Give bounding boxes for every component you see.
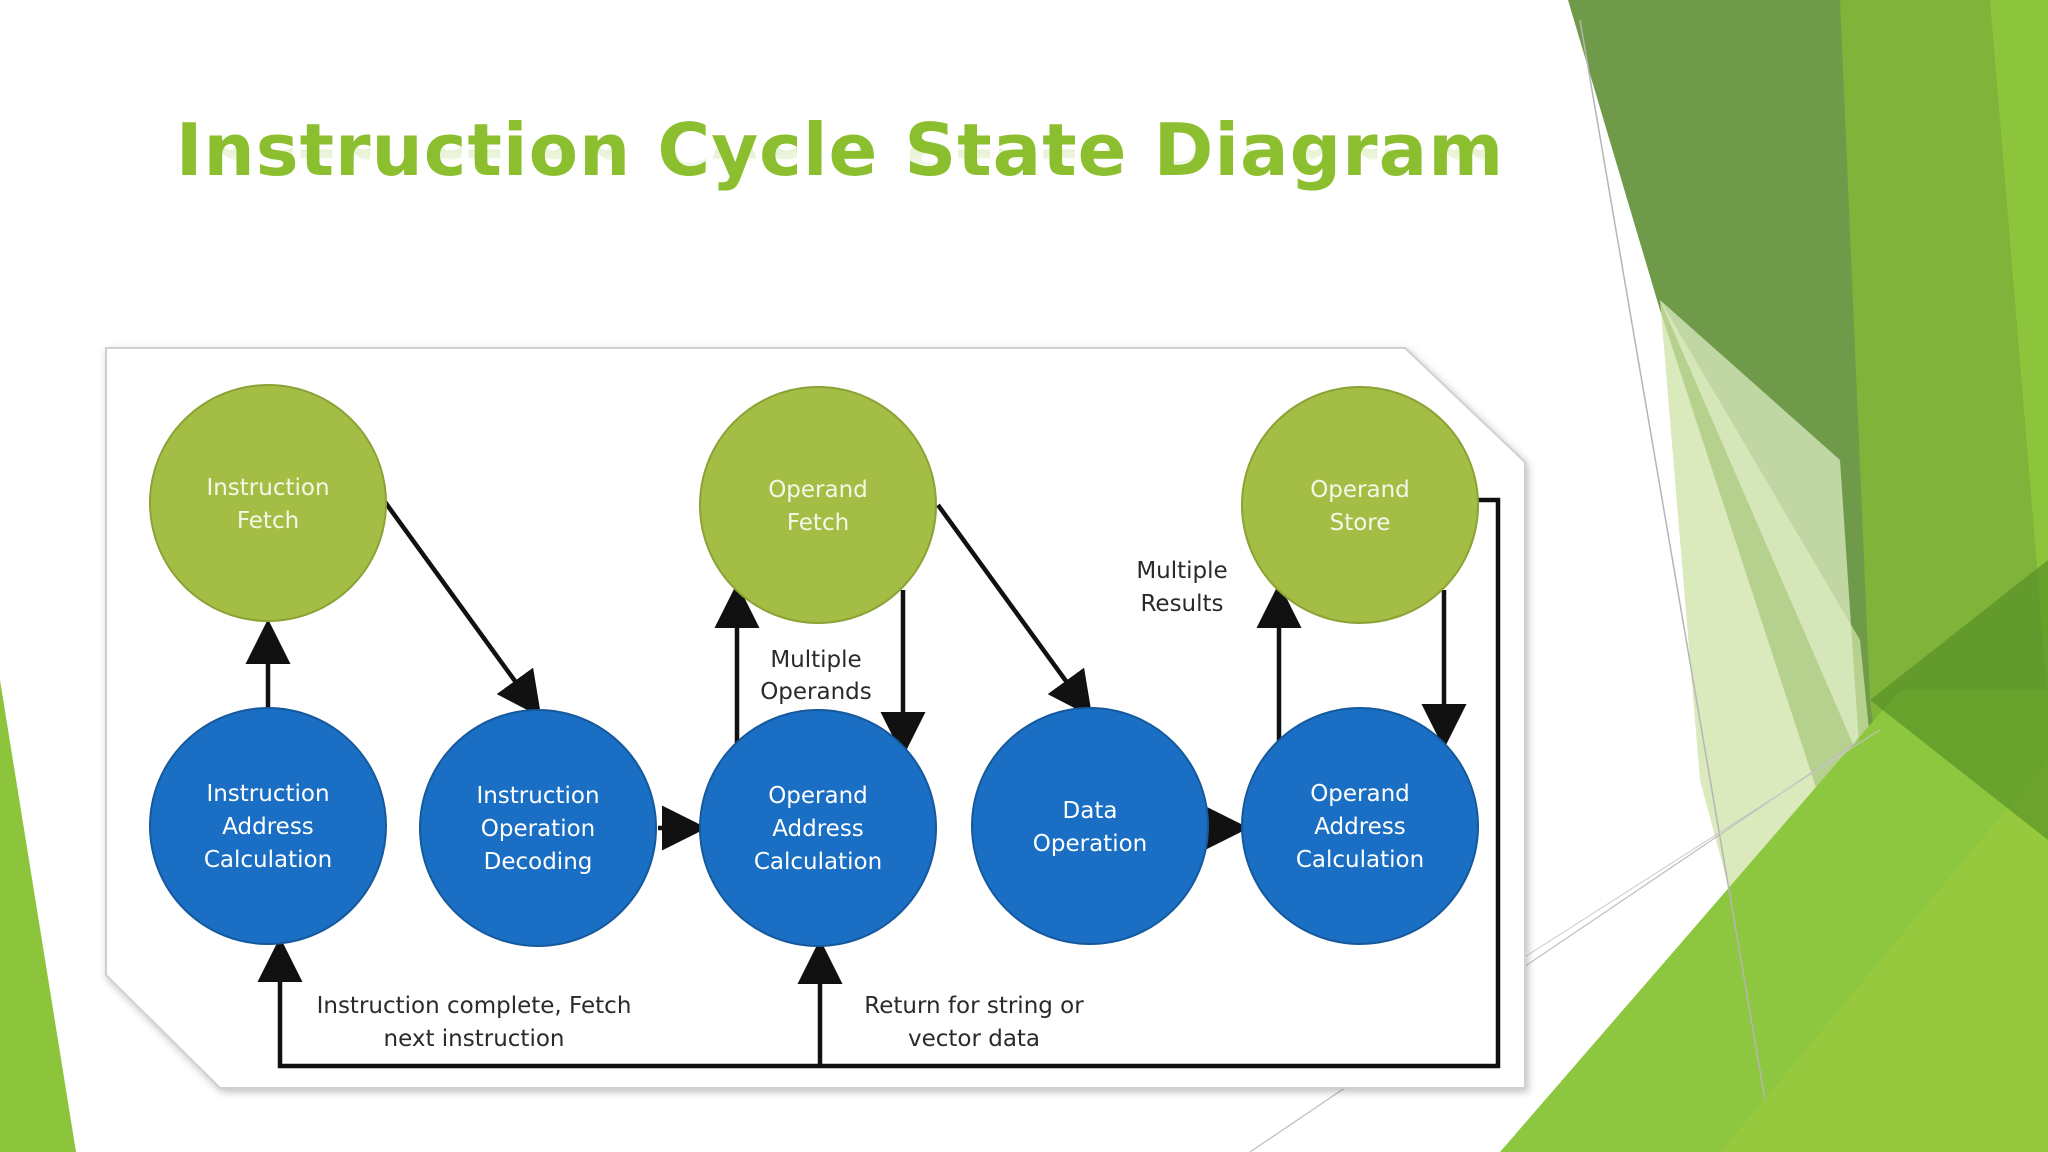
node-label-line: Operand: [1310, 477, 1410, 503]
node-label-line: Calculation: [754, 849, 882, 875]
right-accent-shape-7: [1720, 760, 2048, 1152]
node-label-line: Instruction: [206, 781, 329, 807]
arrow-loop-to-iac: [257, 497, 1501, 1069]
right-accent-shape-5: [1660, 300, 1860, 760]
node-operand-address-calculation-2: Operand Address Calculation: [1241, 707, 1479, 945]
node-label-line: Data: [1063, 798, 1118, 824]
node-label-line: Address: [1314, 814, 1406, 840]
node-label-line: Fetch: [237, 508, 299, 534]
node-instruction-address-calculation: Instruction Address Calculation: [149, 707, 387, 945]
node-shape: [699, 386, 937, 624]
edge-label-line: Multiple: [1136, 558, 1227, 584]
node-shape: [971, 707, 1209, 945]
arrow-operand-fetch-to-data-op: [936, 503, 1093, 718]
node-label-line: Instruction: [206, 475, 329, 501]
node-operand-store: Operand Store: [1241, 386, 1479, 624]
edge-label-line: Multiple: [770, 647, 861, 673]
slide-title: Instruction Cycle State Diagram: [175, 108, 1505, 192]
left-accent-shape: [0, 680, 76, 1152]
right-accent-shape-3: [1990, 0, 2048, 700]
node-operand-address-calculation-1: Operand Address Calculation: [699, 709, 937, 947]
node-label-line: Operand: [768, 477, 868, 503]
edge-label-line: Results: [1140, 591, 1223, 617]
node-shape: [149, 707, 387, 945]
edge-label-line: Return for string or: [864, 993, 1084, 1019]
node-label-line: Operation: [1033, 831, 1147, 857]
node-label-line: Decoding: [484, 849, 593, 875]
edge-label-return-for-string: Return for string or vector data: [864, 993, 1084, 1052]
diagram-arrows: [245, 497, 1501, 1069]
edge-label-multiple-operands: Multiple Operands: [760, 647, 872, 705]
node-label-line: Address: [222, 814, 314, 840]
node-label-line: Instruction: [476, 783, 599, 809]
node-label-line: Operand: [768, 783, 868, 809]
edge-label-line: next instruction: [384, 1026, 565, 1052]
node-shape: [419, 709, 657, 947]
node-label-line: Address: [772, 816, 864, 842]
node-instruction-operation-decoding: Instruction Operation Decoding: [419, 709, 657, 947]
node-label-line: Store: [1330, 510, 1391, 536]
node-operand-fetch: Operand Fetch: [699, 386, 937, 624]
node-label-line: Operand: [1310, 781, 1410, 807]
node-label-line: Fetch: [787, 510, 849, 536]
decor-line-1: [1579, 19, 1766, 1101]
right-accent-shape-8: [1870, 560, 2048, 840]
edge-label-line: Instruction complete, Fetch: [317, 993, 632, 1019]
node-shape: [149, 384, 387, 622]
node-shape: [1241, 386, 1479, 624]
node-instruction-fetch: Instruction Fetch: [149, 384, 387, 622]
node-label-line: Operation: [481, 816, 595, 842]
arrow-fetch-to-decode: [383, 500, 542, 718]
decor-line-3: [1519, 729, 1881, 961]
node-shape: [699, 709, 937, 947]
edge-label-line: vector data: [908, 1026, 1040, 1052]
node-label-line: Calculation: [204, 847, 332, 873]
node-label-line: Calculation: [1296, 847, 1424, 873]
node-data-operation: Data Operation: [971, 707, 1209, 945]
edge-label-line: Operands: [760, 679, 872, 705]
edge-label-instruction-complete: Instruction complete, Fetch next instruc…: [317, 993, 632, 1052]
edge-label-multiple-results: Multiple Results: [1136, 558, 1227, 617]
node-shape: [1241, 707, 1479, 945]
